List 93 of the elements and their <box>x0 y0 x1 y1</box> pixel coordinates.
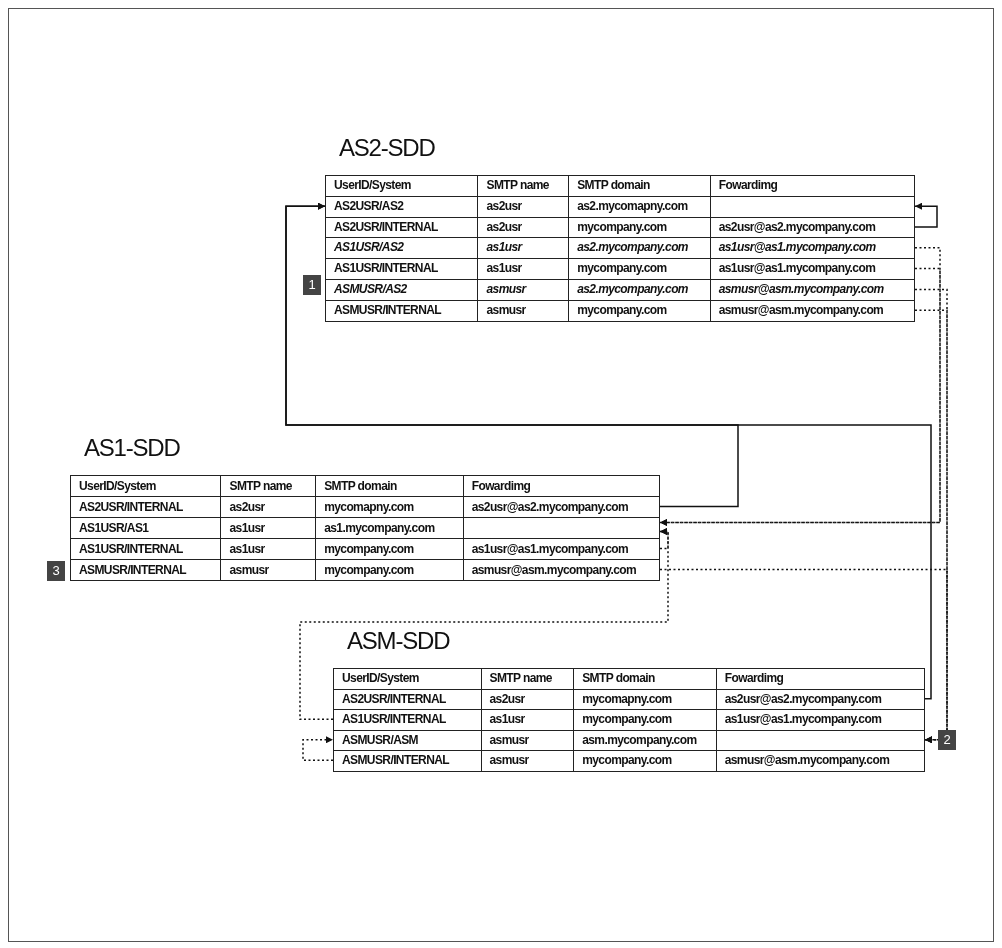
table-cell-text: ASMUSR/INTERNAL <box>341 752 451 769</box>
table-cell: as2.mycompany.com <box>568 280 710 300</box>
table-cell: as1.mycompany.com <box>315 518 463 538</box>
table-cell: asmusr <box>220 560 316 580</box>
table-cell: as1usr@as1.mycompany.com <box>462 539 659 559</box>
column-header: SMTP domain <box>315 476 463 496</box>
column-header: SMTP name <box>220 476 316 496</box>
table-cell: asmusr <box>480 751 574 771</box>
table-cell: as2usr <box>480 689 574 709</box>
table-title: AS1-SDD <box>83 433 181 463</box>
table-cell: as2usr@as2.mycompany.com <box>462 497 659 517</box>
table-cell: as2.mycompany.com <box>568 238 710 259</box>
callout-number: 3 <box>47 561 65 581</box>
column-header: SMTP name <box>480 669 574 689</box>
table-cell-text: ASMUSR/ASM <box>341 731 419 749</box>
table-cell-text: ASMUSR/AS2 <box>333 281 408 298</box>
table-cell: as1usr <box>220 539 316 559</box>
table-cell: mycompany.com <box>568 259 710 279</box>
table-cell: mycomapny.com <box>573 689 716 709</box>
table-cell: asmusr@asm.mycompany.com <box>715 751 924 771</box>
table-cell-text: AS1USR/INTERNAL <box>341 711 447 728</box>
column-header: Fowardimg <box>462 476 659 496</box>
table-cell: as1usr <box>220 518 316 538</box>
table-cell: mycompany.com <box>573 710 716 730</box>
arrow <box>285 202 932 700</box>
callout-number: 2 <box>938 730 956 750</box>
table-row <box>326 237 914 259</box>
table-row <box>334 750 924 771</box>
header-row <box>326 175 914 196</box>
table-cell: mycompany.com <box>568 217 710 238</box>
table-cell: as2usr <box>477 217 569 238</box>
table-cell: as1usr <box>477 238 569 259</box>
column-header: Fowardimg <box>715 669 924 689</box>
column-header: UserID/System <box>341 670 420 687</box>
table-cell-text: AS1USR/AS1 <box>78 520 150 537</box>
table-cell-text: AS2USR/AS2 <box>333 197 405 215</box>
column-header: SMTP name <box>477 176 569 196</box>
table-row <box>326 299 914 321</box>
table-cell-text: AS1USR/INTERNAL <box>333 260 439 278</box>
table-cell: asm.mycompany.com <box>573 730 716 750</box>
table-cell: asmusr <box>480 730 574 750</box>
table-cell: as2.mycomapny.com <box>568 196 710 217</box>
table-cell-text: ASMUSR/INTERNAL <box>78 562 188 579</box>
arrow <box>659 568 948 744</box>
table-cell: mycompany.com <box>573 751 716 771</box>
table-cell: as2usr <box>477 196 569 217</box>
table-cell-text: ASMUSR/INTERNAL <box>333 301 443 319</box>
column-header: Fowardimg <box>709 176 914 196</box>
column-header: UserID/System <box>78 478 157 495</box>
table-row <box>71 559 659 580</box>
table-row <box>334 729 924 750</box>
table-cell: as1usr <box>480 710 574 730</box>
table-row <box>71 538 659 559</box>
table-cell-text: AS2USR/INTERNAL <box>333 218 439 236</box>
table-row <box>71 496 659 517</box>
table-row <box>326 195 914 217</box>
table-row <box>71 517 659 538</box>
arrow <box>914 202 938 228</box>
table-row <box>326 258 914 279</box>
table-cell: mycomapny.com <box>315 497 463 517</box>
table-cell: asmusr@asm.mycompany.com <box>709 280 914 300</box>
table-cell-text: AS1USR/INTERNAL <box>78 541 184 558</box>
table-cell: asmusr@asm.mycompany.com <box>709 300 914 321</box>
table-cell: as1usr <box>477 259 569 279</box>
table-row <box>334 688 924 709</box>
table-row <box>334 709 924 730</box>
arrow <box>299 528 669 720</box>
header-row <box>334 668 924 689</box>
column-header: UserID/System <box>333 177 412 194</box>
header-row <box>71 475 659 496</box>
table-title: AS2-SDD <box>338 133 436 163</box>
column-header: SMTP domain <box>573 669 716 689</box>
table-title: ASM-SDD <box>346 626 451 656</box>
table-cell: asmusr@asm.mycompany.com <box>462 560 659 580</box>
arrow <box>302 736 334 761</box>
table-cell-text: AS2USR/INTERNAL <box>78 499 184 516</box>
table-row <box>326 279 914 300</box>
table-row <box>326 216 914 238</box>
table-cell-text: AS2USR/INTERNAL <box>341 690 447 708</box>
table-cell: as2usr@as2.mycompany.com <box>709 217 914 238</box>
table-cell: as1usr@as1.mycompany.com <box>715 710 924 730</box>
callout-number: 1 <box>303 275 321 295</box>
table-cell: mycompany.com <box>315 560 463 580</box>
table-cell: as2usr@as2.mycompany.com <box>715 689 924 709</box>
table-cell-text: AS1USR/AS2 <box>333 239 405 257</box>
table-cell: asmusr <box>477 280 569 300</box>
table-cell: as2usr <box>220 497 316 517</box>
table-cell: as1usr@as1.mycompany.com <box>709 259 914 279</box>
table-cell: mycompany.com <box>315 539 463 559</box>
table-cell: mycompany.com <box>568 300 710 321</box>
column-header: SMTP domain <box>568 176 710 196</box>
table-cell: as1usr@as1.mycompany.com <box>709 238 914 259</box>
table-cell: asmusr <box>477 300 569 321</box>
